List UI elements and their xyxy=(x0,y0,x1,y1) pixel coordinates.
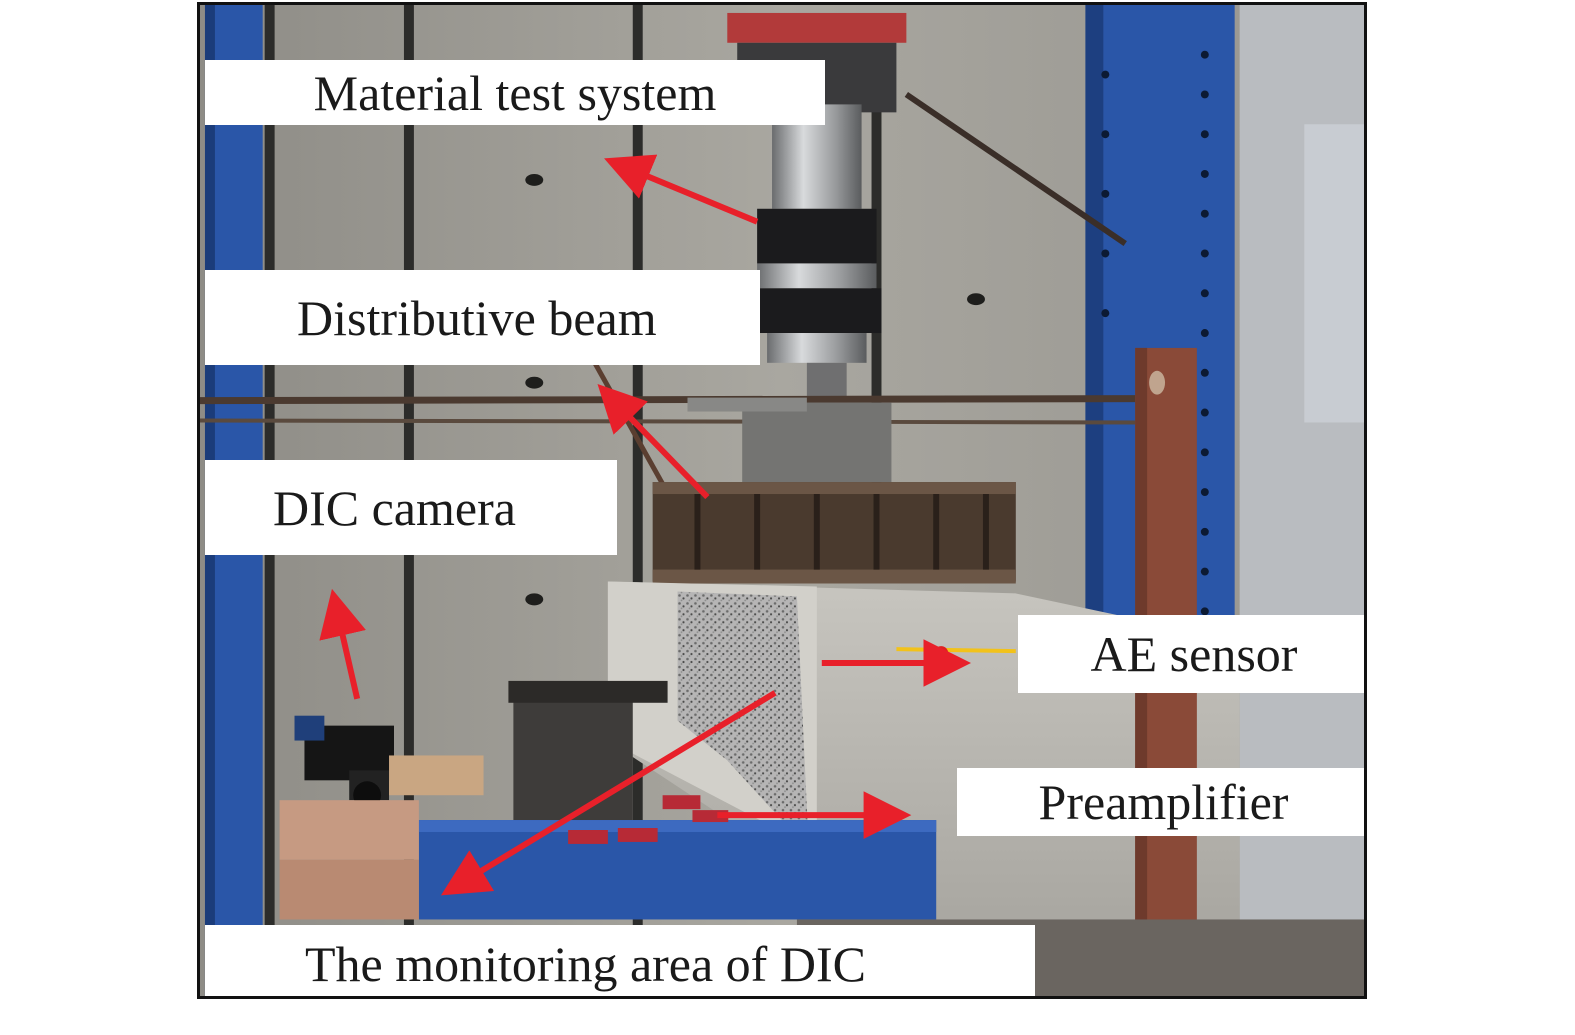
figure-frame: Material test system Distributive beam D… xyxy=(197,2,1367,999)
label-ae-sensor: AE sensor xyxy=(1018,615,1364,693)
column-holes xyxy=(1101,50,1209,616)
brick-stack xyxy=(279,800,419,860)
label-dic-monitoring-area: The monitoring area of DIC xyxy=(205,925,1035,996)
actuator-top-plate xyxy=(727,12,907,43)
blue-base-platform xyxy=(418,820,937,920)
label-dic-camera: DIC camera xyxy=(205,460,617,555)
label-distributive-beam: Distributive beam xyxy=(205,270,760,365)
support-table xyxy=(513,700,633,831)
label-material-test-system: Material test system xyxy=(205,60,825,125)
threaded-rod xyxy=(200,395,1141,405)
label-preamplifier: Preamplifier xyxy=(957,768,1364,836)
distributive-steel-beam xyxy=(652,482,1016,582)
load-head xyxy=(742,402,892,483)
